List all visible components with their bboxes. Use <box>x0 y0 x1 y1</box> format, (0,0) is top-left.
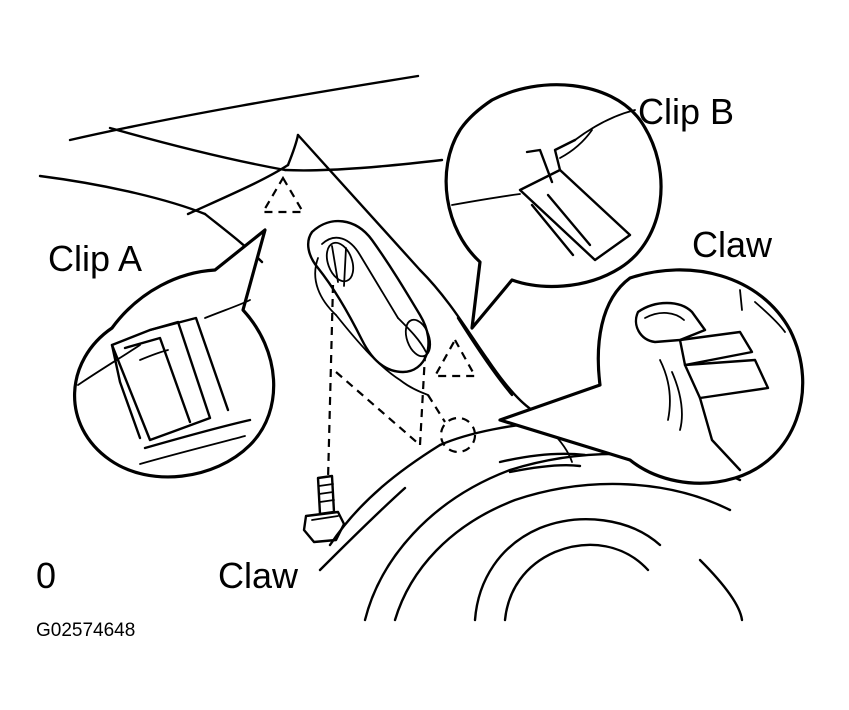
claw-leader-line <box>318 486 407 572</box>
assist-grip-handle <box>306 219 432 396</box>
clip-location-markers <box>261 175 477 481</box>
clip-a-marker <box>261 175 305 214</box>
clip-a-detail <box>77 299 252 465</box>
clip-b-marker <box>433 337 477 378</box>
clip-a-label: Clip A <box>48 238 142 279</box>
clip-b-label: Clip B <box>638 91 734 132</box>
claw-detail <box>634 289 786 472</box>
clip-b-callout <box>444 83 663 330</box>
claw-top-label: Claw <box>692 224 773 265</box>
clip-a-callout <box>73 228 276 479</box>
view-mark-label: 0 <box>36 555 56 596</box>
claw-bottom-label: Claw <box>218 555 299 596</box>
claw-callout <box>498 268 805 485</box>
figure-code-label: G02574648 <box>36 620 135 641</box>
bolt-icon <box>302 474 346 544</box>
claw-marker <box>439 416 477 454</box>
clip-b-detail <box>451 109 636 262</box>
